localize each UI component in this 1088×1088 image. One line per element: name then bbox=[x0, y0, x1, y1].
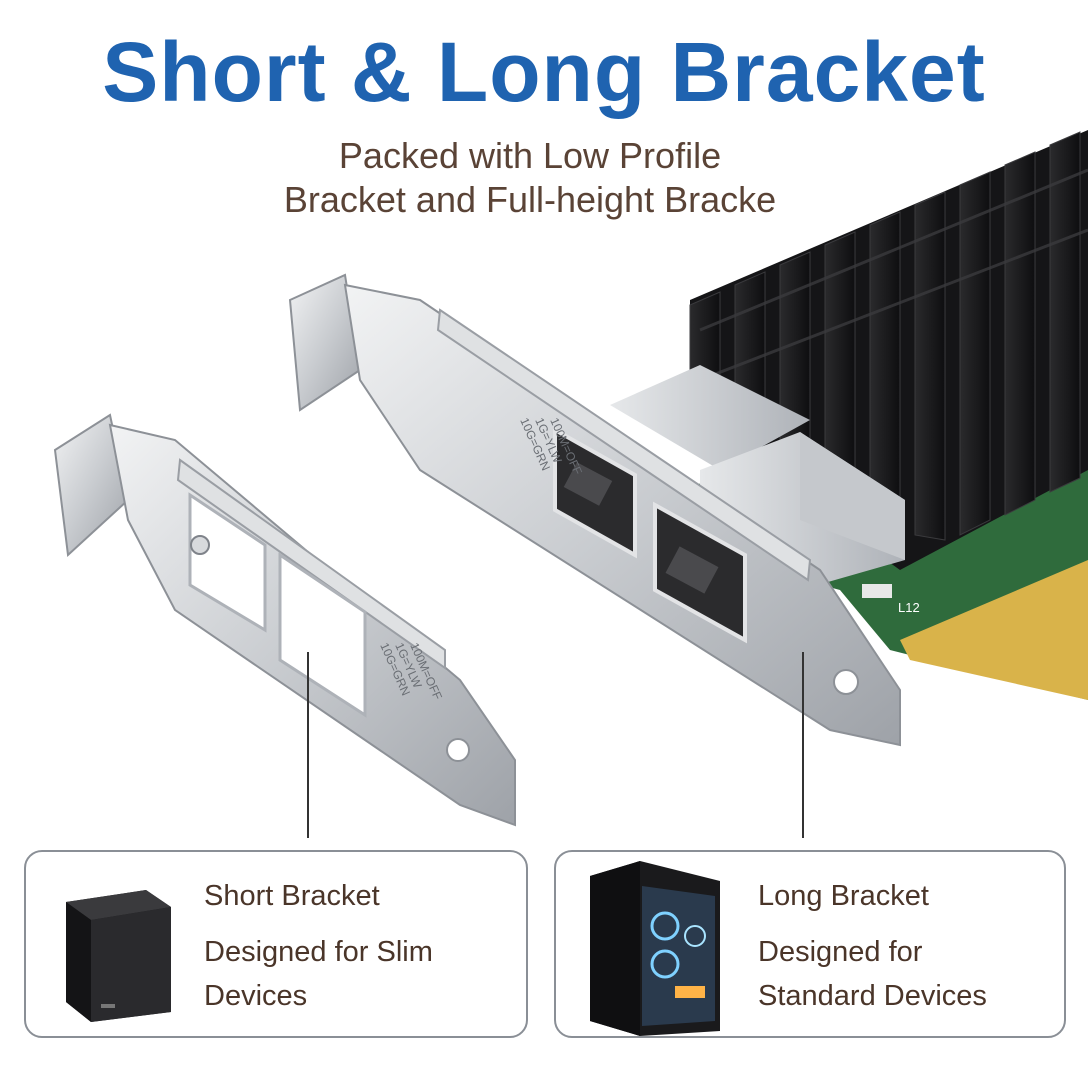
subtitle-line-2: Bracket and Full-height Bracke bbox=[283, 179, 777, 220]
long-bracket-label: Long Bracket bbox=[758, 880, 929, 912]
screw-icon bbox=[190, 535, 210, 555]
page-subtitle: Packed with Low Profile Bracket and Full… bbox=[180, 134, 880, 222]
short-bracket: 10G=GRN 1G=YLW 100M=OFF bbox=[53, 413, 516, 827]
long-bracket-port-cutouts bbox=[553, 426, 747, 644]
short-bracket-description: Designed for Slim Devices bbox=[204, 936, 433, 1012]
short-bracket-card: Short Bracket Designed for Slim Devices bbox=[24, 850, 528, 1038]
short-bracket-cutout bbox=[188, 492, 267, 633]
page-title: Short & Long Bracket bbox=[102, 25, 986, 119]
subtitle-line-1: Packed with Low Profile bbox=[338, 135, 722, 176]
long-bracket-description: Designed for Standard Devices bbox=[758, 936, 987, 1012]
board-marking: L12 bbox=[898, 600, 920, 615]
long-bracket-card: Long Bracket Designed for Standard Devic… bbox=[554, 850, 1066, 1038]
short-bracket-label: Short Bracket bbox=[204, 880, 380, 912]
long-bracket: 10G=GRN 1G=YLW 100M=OFF bbox=[288, 273, 901, 747]
smd-component bbox=[862, 584, 892, 598]
short-bracket-cutout bbox=[278, 552, 367, 718]
tower-pc-case-icon bbox=[590, 861, 720, 1036]
mini-pc-case-icon bbox=[66, 890, 171, 1022]
